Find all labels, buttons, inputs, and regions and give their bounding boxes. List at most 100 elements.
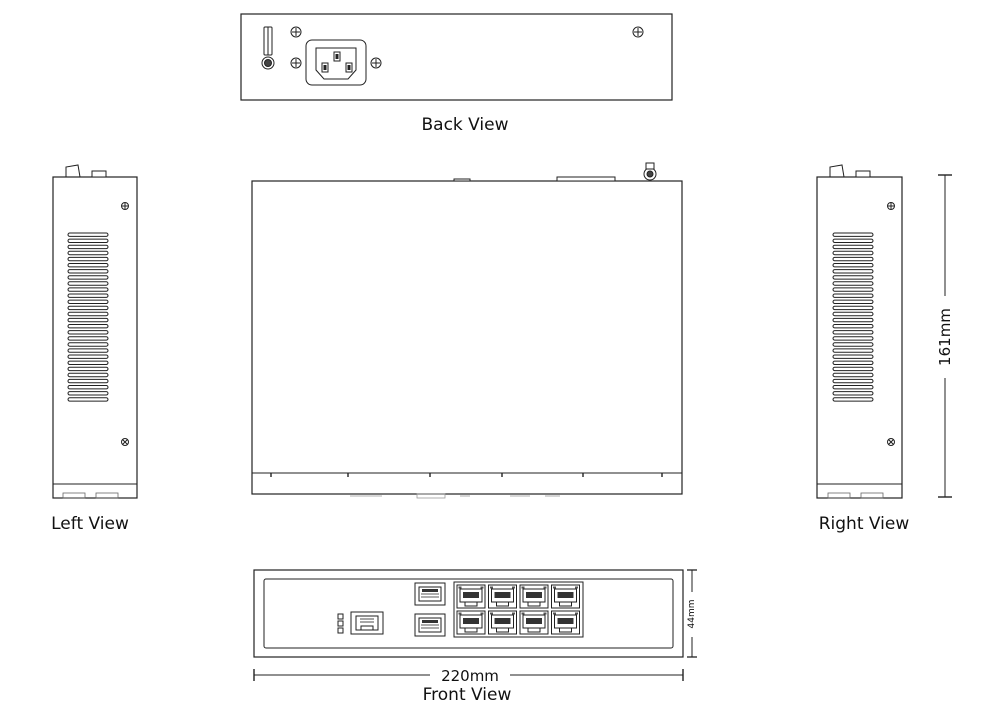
width-dimension xyxy=(253,669,684,681)
vent-slot xyxy=(832,366,874,372)
power-inlet-icon xyxy=(305,39,367,86)
vent-slot xyxy=(67,372,109,378)
vent-slot xyxy=(67,360,109,366)
rj45-port-icon xyxy=(488,584,517,609)
vent-slots xyxy=(832,232,874,402)
vent-slot xyxy=(67,250,109,256)
vent-slot xyxy=(67,263,109,268)
left-view-label: Left View xyxy=(51,514,129,534)
screw-icon xyxy=(887,202,895,210)
height-label: 44mm xyxy=(687,600,697,629)
vent-slot xyxy=(67,275,109,280)
vent-slot xyxy=(832,238,874,244)
front-view xyxy=(253,569,684,658)
vent-slot xyxy=(832,354,874,359)
back-view-label: Back View xyxy=(421,115,508,135)
vent-slot xyxy=(832,293,874,298)
vent-slot xyxy=(832,299,874,305)
rj45-port-icon xyxy=(456,584,486,609)
vent-slot xyxy=(832,269,874,274)
vent-slot xyxy=(832,287,874,292)
vent-slot xyxy=(67,244,109,250)
vent-slot xyxy=(67,305,109,311)
vent-slot xyxy=(67,299,109,305)
right-view-label: Right View xyxy=(819,514,910,534)
vent-slot xyxy=(832,385,874,390)
rj45-port-icon xyxy=(519,584,549,609)
vent-slot xyxy=(832,324,874,329)
screw-icon xyxy=(121,438,129,446)
screw-icon xyxy=(887,438,895,446)
rj45-port-icon xyxy=(488,610,517,635)
vent-slot xyxy=(67,354,109,359)
vent-slot xyxy=(67,385,109,390)
right-panel-outline xyxy=(816,176,903,499)
vent-slot xyxy=(832,372,874,378)
depth-label: 161mm xyxy=(936,308,954,366)
ground-lug-icon xyxy=(261,26,275,70)
top-panel-outline xyxy=(251,180,683,495)
vent-slot xyxy=(67,378,109,384)
vent-slot xyxy=(832,330,874,335)
vent-slot xyxy=(67,287,109,292)
vent-slot xyxy=(832,256,874,262)
console-port-icon xyxy=(337,611,384,635)
vent-slot xyxy=(832,263,874,268)
vent-slot xyxy=(832,391,874,396)
height-dimension xyxy=(687,569,697,658)
rj45-port-icon xyxy=(551,584,580,609)
rj45-port-icon xyxy=(456,610,486,635)
back-view xyxy=(240,13,673,101)
vent-slot xyxy=(67,256,109,262)
vent-slot xyxy=(832,397,874,402)
screw-icon xyxy=(290,26,302,38)
vent-slot xyxy=(67,232,109,237)
vent-slot xyxy=(832,336,874,341)
screw-icon xyxy=(121,202,129,210)
sfp-port-icon xyxy=(414,613,446,637)
back-panel-outline xyxy=(240,13,673,101)
right-view xyxy=(816,164,903,499)
vent-slot xyxy=(67,330,109,335)
vent-slot xyxy=(67,366,109,372)
vent-slot xyxy=(832,250,874,256)
vent-slot xyxy=(67,348,109,353)
vent-slot xyxy=(67,317,109,323)
screw-icon xyxy=(290,57,302,69)
depth-dimension xyxy=(938,174,952,498)
vent-slot xyxy=(832,275,874,280)
screw-icon xyxy=(370,57,382,69)
vent-slot xyxy=(832,311,874,317)
vent-slot xyxy=(67,342,109,347)
rj45-port-icon xyxy=(519,610,549,635)
vent-slot xyxy=(832,378,874,384)
front-view-label: Front View xyxy=(423,685,512,705)
vent-slot xyxy=(832,305,874,311)
vent-slot xyxy=(832,348,874,353)
vent-slots xyxy=(67,232,109,402)
vent-slot xyxy=(67,397,109,402)
ground-lug-icon xyxy=(643,162,657,181)
vent-slot xyxy=(67,238,109,244)
screw-icon xyxy=(632,26,644,38)
vent-slot xyxy=(832,281,874,286)
vent-slot xyxy=(67,293,109,298)
vent-slot xyxy=(67,391,109,396)
rj45-port-icon xyxy=(551,610,580,635)
vent-slot xyxy=(67,336,109,341)
rj45-port-block xyxy=(456,584,580,635)
top-view xyxy=(251,162,683,499)
left-panel-outline xyxy=(52,176,138,499)
vent-slot xyxy=(67,324,109,329)
vent-slot xyxy=(832,232,874,237)
width-label: 220mm xyxy=(441,667,499,685)
vent-slot xyxy=(67,269,109,274)
front-panel-outline xyxy=(253,569,684,658)
left-view xyxy=(52,164,138,499)
vent-slot xyxy=(832,317,874,323)
vent-slot xyxy=(832,244,874,250)
vent-slot xyxy=(67,311,109,317)
vent-slot xyxy=(832,342,874,347)
vent-slot xyxy=(67,281,109,286)
